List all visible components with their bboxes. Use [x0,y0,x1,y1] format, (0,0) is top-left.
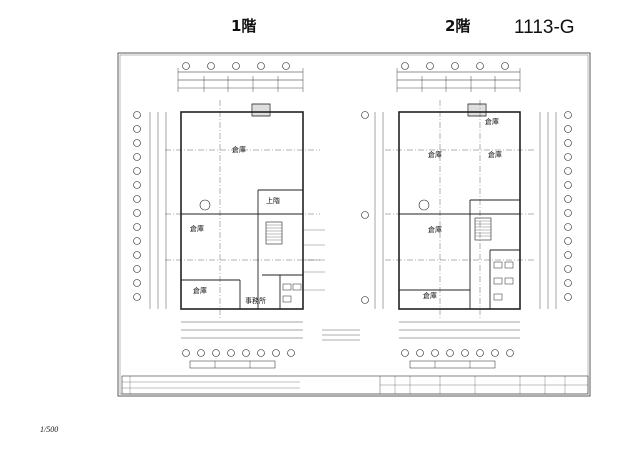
scale-note: 1/500 [40,425,59,434]
drawing-code: 1113-G [514,17,575,38]
floor1-room-label: 倉庫 [190,225,204,233]
floor2-room-label: 倉庫 [485,118,499,126]
sheet-border [117,52,591,397]
floor2-room-label: 倉庫 [423,292,437,300]
floor1-heading: 1階 [231,17,257,35]
floor1-room-label: 倉庫 [232,146,246,154]
floor2-heading: 2階 [445,17,471,35]
floor2-room-label: 倉庫 [488,151,502,159]
floor2-plan [361,62,572,369]
floor2-room-label: 倉庫 [428,226,442,234]
floor2-room-label: 倉庫 [428,151,442,159]
floor1-room-label: 事務所 [245,297,266,305]
floor1-room-label: 上階 [266,197,280,205]
floor1-plan [133,62,325,369]
notes-block [322,329,360,341]
floor1-room-label: 倉庫 [193,287,207,295]
title-block [121,375,589,395]
